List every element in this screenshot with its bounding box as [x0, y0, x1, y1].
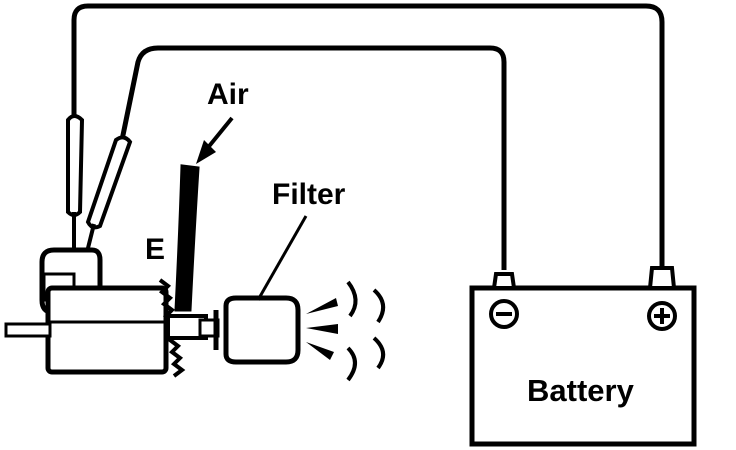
- air-arrow: [204, 116, 234, 152]
- solenoid-shaft: [4, 322, 52, 338]
- filter-body: [223, 295, 301, 365]
- flow-arc: [372, 288, 386, 324]
- solenoid-body: [45, 285, 169, 375]
- filter-label: Filter: [272, 178, 346, 211]
- positive-terminal: [647, 266, 677, 290]
- positive-wire: [71, 3, 665, 268]
- air-label: Air: [207, 78, 249, 111]
- negative-sign-icon: [489, 299, 519, 329]
- battery-label: Battery: [527, 373, 634, 408]
- flow-arc: [346, 280, 358, 318]
- air-jet: [306, 342, 334, 360]
- flow-arc: [346, 346, 357, 382]
- negative-wire: [119, 45, 507, 270]
- negative-terminal: [491, 272, 517, 290]
- probe-right: [85, 135, 133, 230]
- air-jet: [306, 298, 338, 314]
- air-jet: [306, 324, 338, 334]
- positive-sign-icon: [647, 301, 677, 331]
- air-hose: [174, 164, 200, 312]
- probe-left: [66, 114, 85, 217]
- ground-e-label: E: [145, 233, 166, 266]
- filter-leader: [256, 215, 308, 301]
- flow-arc: [372, 336, 386, 370]
